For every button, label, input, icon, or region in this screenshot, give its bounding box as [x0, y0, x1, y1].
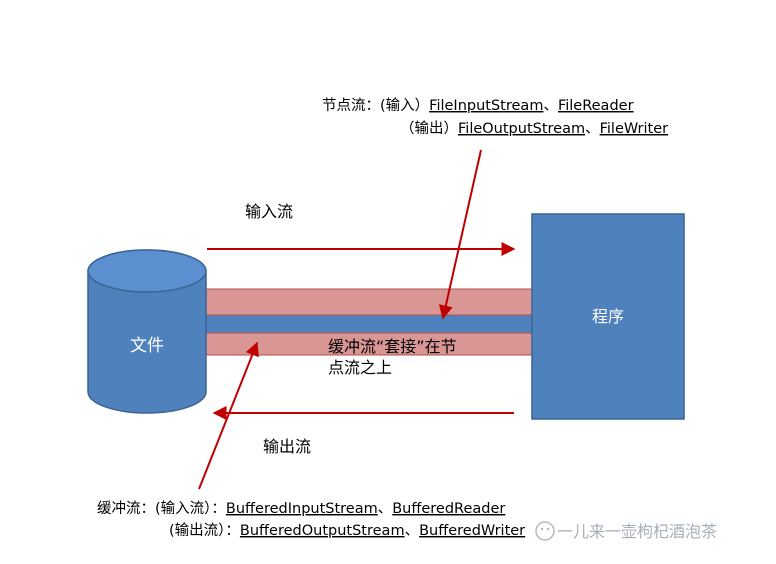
node-stream-note-line1: 节点流：(输入）FileInputStream、FileReader — [322, 97, 634, 114]
buffered-nest-label-line1: 缓冲流“套接”在节 — [328, 337, 457, 356]
pipe-middle — [199, 314, 534, 334]
node-stream-pipe — [199, 288, 534, 316]
buffered-stream-note-line2: (输出流）：BufferedOutputStream、BufferedWrite… — [169, 522, 525, 539]
buffered-stream-pointer-arrow — [198, 341, 259, 490]
program-label: 程序 — [592, 307, 624, 326]
wechat-icon — [535, 521, 555, 541]
buffered-stream-note-line1: 缓冲流：(输入流）：BufferedInputStream、BufferedRe… — [97, 500, 505, 517]
program-box — [531, 213, 685, 420]
file-cylinder — [87, 249, 207, 414]
watermark: 一儿来一壶枸杞酒泡茶 — [535, 521, 717, 541]
output-stream-label: 输出流 — [263, 437, 311, 456]
node-stream-pointer-arrow — [438, 149, 482, 320]
input-stream-label: 输入流 — [245, 202, 293, 221]
node-stream-note-line2: （输出）FileOutputStream、FileWriter — [400, 120, 668, 137]
file-label: 文件 — [130, 336, 164, 356]
buffered-nest-label-line2: 点流之上 — [328, 358, 392, 377]
watermark-text: 一儿来一壶枸杞酒泡茶 — [557, 522, 717, 541]
